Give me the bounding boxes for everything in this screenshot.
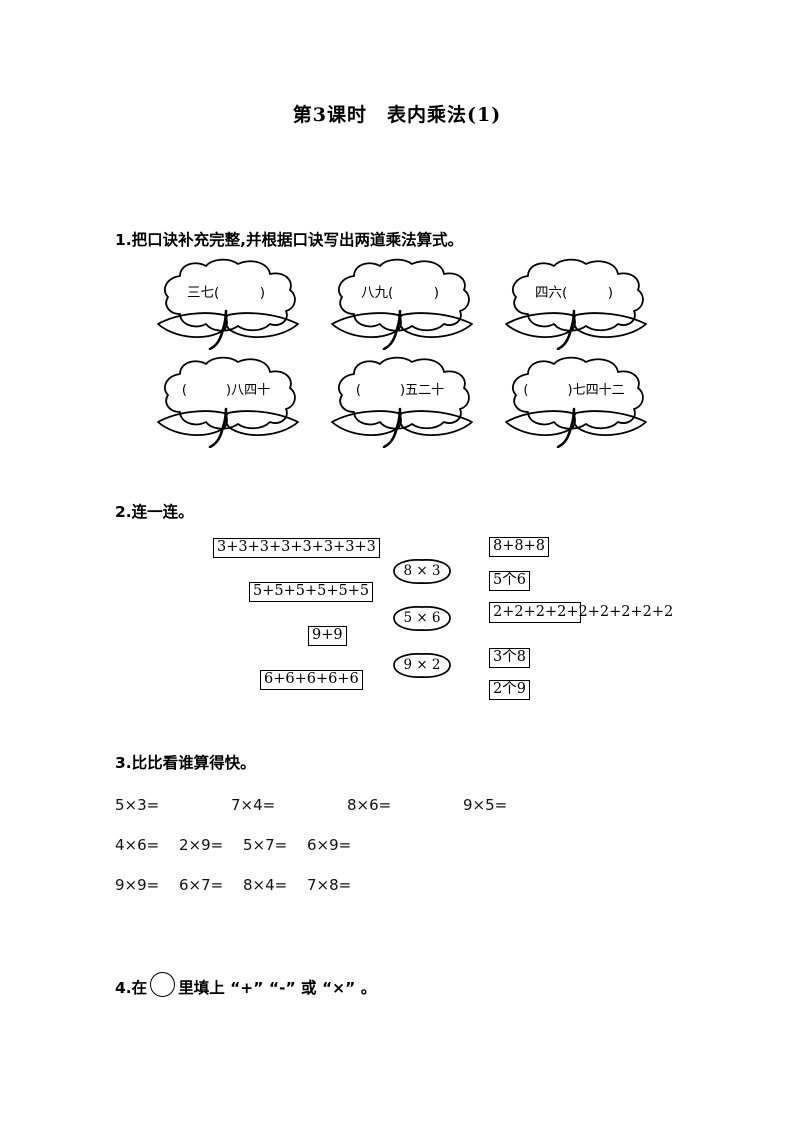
calc-item[interactable]: 5×3= [115,796,160,814]
calc-item[interactable]: 8×6= [347,796,392,814]
matching-exercise: 3+3+3+3+3+3+3+3 5+5+5+5+5+5 9+9 6+6+6+6+… [0,530,794,710]
question-4-text-after: 里填上 “+” “-” 或 “×” 。 [178,979,377,997]
flower-group: 三七( ) 八九( ) [140,258,660,453]
flower-item: 四六( ) [488,258,660,350]
calc-item[interactable]: 5×7= [243,836,288,854]
match-middle-item[interactable]: 5 × 6 [392,605,452,632]
calc-item[interactable]: 9×9= [115,876,160,894]
flower-item: ( )七四十二 [488,356,660,448]
match-left-item[interactable]: 9+9 [308,626,347,646]
calc-row: 4×6= 2×9= 5×7= 6×9= [115,836,371,854]
match-right-item[interactable]: 2个9 [489,680,530,700]
page-title: 第3课时 表内乘法(1) [292,104,502,126]
match-middle-label: 9 × 2 [403,657,441,673]
question-2-heading: 2.连一连。 [115,503,194,521]
flower-item: 八九( ) [314,258,486,350]
flower-item: ( )八四十 [140,356,312,448]
calc-item[interactable]: 6×9= [307,836,352,854]
calc-item[interactable]: 7×4= [231,796,276,814]
flower-item: ( )五二十 [314,356,486,448]
question-4-heading: 4.在 里填上 “+” “-” 或 “×” 。 [115,972,376,998]
match-middle-label: 5 × 6 [403,610,441,626]
question-1-heading: 1.把口诀补充完整,并根据口诀写出两道乘法算式。 [115,231,464,249]
match-middle-label: 8 × 3 [403,563,441,579]
question-3-heading: 3.比比看谁算得快。 [115,754,256,772]
match-left-item[interactable]: 5+5+5+5+5+5 [249,582,374,602]
calc-item[interactable]: 6×7= [179,876,224,894]
calc-item[interactable]: 2×9= [179,836,224,854]
calc-item[interactable]: 8×4= [243,876,288,894]
question-4-text-before: 4.在 [115,979,148,997]
calc-item[interactable]: 9×5= [463,796,508,814]
flower-item: 三七( ) [140,258,312,350]
match-left-item[interactable]: 6+6+6+6+6 [260,670,363,690]
calc-row: 5×3= 7×4= 8×6= 9×5= [115,796,579,814]
match-right-item[interactable]: 8+8+8 [489,537,549,557]
match-right-item[interactable]: 2+2+2+2+2+2+2+2+2 [489,602,673,623]
match-middle-item[interactable]: 9 × 2 [392,652,452,679]
calc-item[interactable]: 7×8= [307,876,352,894]
circle-icon [150,972,176,997]
match-middle-item[interactable]: 8 × 3 [392,558,452,585]
calc-row: 9×9= 6×7= 8×4= 7×8= [115,876,371,894]
match-right-item[interactable]: 3个8 [489,648,530,668]
match-left-item[interactable]: 3+3+3+3+3+3+3+3 [213,538,380,558]
match-right-item[interactable]: 5个6 [489,571,530,591]
calc-item[interactable]: 4×6= [115,836,160,854]
